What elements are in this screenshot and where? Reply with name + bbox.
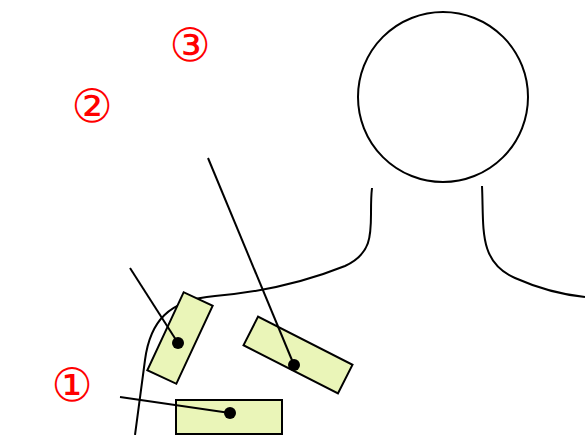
electrode-pad [244,317,353,394]
callout-number: ③ [169,22,210,68]
callout-number: ② [71,83,112,129]
leader-line [130,268,178,343]
head-outline [358,12,528,182]
electrode-pad [147,292,212,383]
leader-line [120,397,230,413]
electrode-dot [224,407,236,419]
callout-number: ① [51,362,92,408]
right-body-outline [482,186,585,297]
electrode-dot [288,359,300,371]
leader-line [208,158,294,365]
electrode-pad [176,400,282,434]
left-body-outline [135,188,372,435]
electrode-dot [172,337,184,349]
